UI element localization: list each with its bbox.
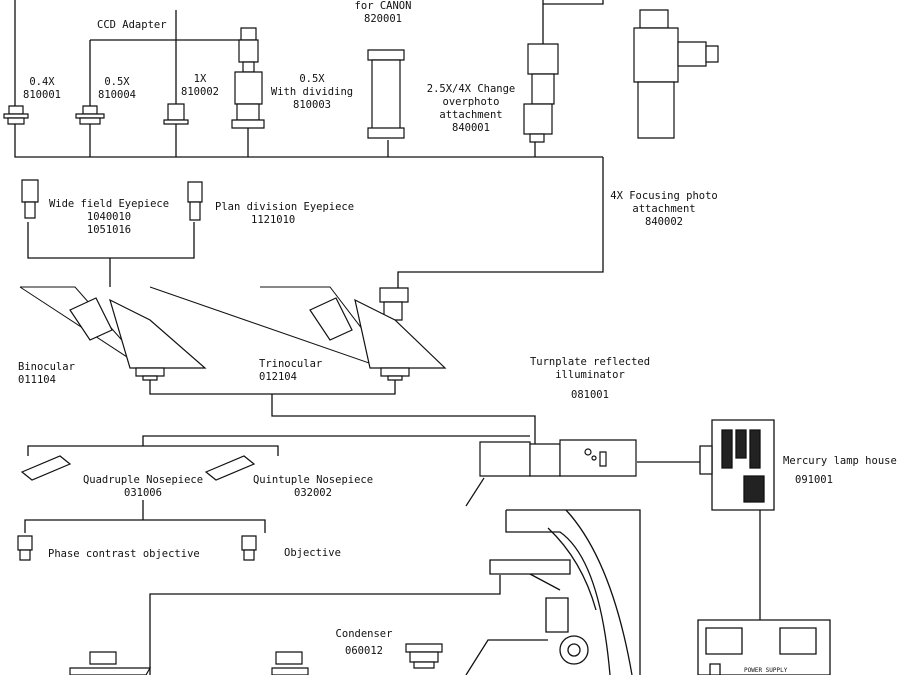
condenser-code: 060012 <box>345 645 383 657</box>
condenser-left-icon <box>70 652 150 675</box>
canon-code: 820001 <box>364 13 402 25</box>
change-photo-text-2: overphoto <box>442 96 500 108</box>
trinocular-label: Trinocular 012104 <box>259 358 322 384</box>
focusing-photo-label: 4X Focusing photo attachment 840002 <box>610 190 717 229</box>
connector-line <box>272 394 535 444</box>
wide-field-eyepiece-icon <box>22 180 38 218</box>
trinocular-code: 012104 <box>259 371 297 383</box>
change-photo-code: 840001 <box>452 122 490 134</box>
ccd-adapter-label: CCD Adapter <box>97 19 167 31</box>
wide-field-text: Wide field Eyepiece <box>48 198 170 210</box>
phase-contrast-objective-label: Phase contrast objective <box>48 548 200 560</box>
condenser-text: Condenser <box>335 628 393 640</box>
adapter-05x-dividing-icon <box>232 28 264 128</box>
binocular-label: Binocular 011104 <box>18 361 75 387</box>
plan-division-eyepiece-label: Plan division Eyepiece 1121010 <box>215 201 354 227</box>
adapter-05x-text: 0.5X <box>104 76 130 88</box>
adapter-04x-code: 810001 <box>23 89 61 101</box>
adapter-04x-icon <box>4 106 28 124</box>
quintuple-code: 032002 <box>294 487 332 499</box>
connector-line <box>28 446 278 456</box>
connector-line <box>143 436 530 446</box>
adapter-1x-label: 1X 810002 <box>181 73 219 99</box>
binocular-head-icon <box>70 298 205 380</box>
condenser-icon <box>406 644 442 668</box>
focusing-photo-text-2: attachment <box>632 203 696 215</box>
plan-division-eyepiece-icon <box>188 182 202 220</box>
mercury-code: 091001 <box>795 474 833 486</box>
adapter-1x-icon <box>164 104 188 124</box>
plan-division-code: 1121010 <box>251 214 296 226</box>
trinocular-head-icon <box>310 288 445 380</box>
phase-contrast-objective-icon <box>18 536 32 560</box>
quintuple-nosepiece-icon <box>206 456 254 480</box>
condenser-right-icon <box>272 652 308 675</box>
mercury-lamp-house-icon <box>700 420 774 510</box>
change-photo-label: 2.5X/4X Change overphoto attachment 8400… <box>427 83 516 135</box>
quadruple-nosepiece-icon <box>22 456 70 480</box>
wide-field-code-2: 1051016 <box>86 224 132 236</box>
binocular-text: Binocular <box>18 361 75 373</box>
focusing-photo-attachment-icon <box>634 10 718 138</box>
microscope-body-icon <box>466 510 640 675</box>
objective-icon <box>242 536 256 560</box>
mercury-text: Mercury lamp house <box>783 455 897 467</box>
change-photo-attachment-icon <box>524 44 558 142</box>
canon-label: for CANON 820001 <box>355 0 412 26</box>
adapter-05x-div-text: 0.5X <box>299 73 325 85</box>
quadruple-text: Quadruple Nosepiece <box>82 474 204 486</box>
adapter-05x-dividing-label: 0.5X With dividing 810003 <box>271 73 353 112</box>
focusing-photo-code: 840002 <box>645 216 683 228</box>
mercury-lamp-house-label: Mercury lamp house 091001 <box>783 455 897 487</box>
quadruple-nosepiece-label: Quadruple Nosepiece 031006 <box>83 474 203 500</box>
turnplate-text-1: Turnplate reflected <box>529 356 651 368</box>
canon-adapter-icon <box>368 50 404 138</box>
change-photo-text-1: 2.5X/4X Change <box>426 83 516 95</box>
adapter-04x-label: 0.4X 810001 <box>23 76 61 102</box>
trinocular-text: Trinocular <box>259 358 323 370</box>
adapter-05x-label: 0.5X 810004 <box>98 76 136 102</box>
quintuple-text: Quintuple Nosepiece <box>252 474 374 486</box>
adapter-04x-text: 0.4X <box>29 76 55 88</box>
connector-line <box>543 0 603 4</box>
turnplate-label: Turnplate reflected illuminator 081001 <box>530 356 650 402</box>
objective-label: Objective <box>284 547 341 559</box>
connector-line <box>25 520 265 533</box>
turnplate-code: 081001 <box>571 389 609 401</box>
connector-line <box>28 222 194 258</box>
quadruple-code: 031006 <box>124 487 162 499</box>
power-supply-icon <box>698 620 830 675</box>
condenser-label: Condenser 060012 <box>336 628 393 658</box>
plan-division-text: Plan division Eyepiece <box>215 201 355 213</box>
wide-field-eyepiece-label: Wide field Eyepiece 1040010 1051016 <box>49 198 169 237</box>
focusing-photo-text-1: 4X Focusing photo <box>610 190 718 202</box>
connector-line <box>150 575 500 675</box>
turnplate-text-2: illuminator <box>555 369 625 381</box>
adapter-05x-div-text-2: With dividing <box>270 86 354 98</box>
change-photo-text-3: attachment <box>439 109 503 121</box>
power-supply-label: POWER SUPPLY <box>744 667 788 674</box>
adapter-05x-icon <box>76 106 104 124</box>
adapter-05x-div-code: 810003 <box>293 99 331 111</box>
connector-line <box>398 157 603 290</box>
binocular-code: 011104 <box>18 374 56 386</box>
turnplate-reflected-illuminator-icon <box>466 440 636 506</box>
connector-line <box>15 0 603 157</box>
adapter-1x-code: 810002 <box>181 86 219 98</box>
wide-field-code-1: 1040010 <box>86 211 132 223</box>
adapter-05x-code: 810004 <box>98 89 136 101</box>
canon-label-text: for CANON <box>354 0 412 12</box>
quintuple-nosepiece-label: Quintuple Nosepiece 032002 <box>253 474 373 500</box>
adapter-1x-text: 1X <box>193 73 207 85</box>
